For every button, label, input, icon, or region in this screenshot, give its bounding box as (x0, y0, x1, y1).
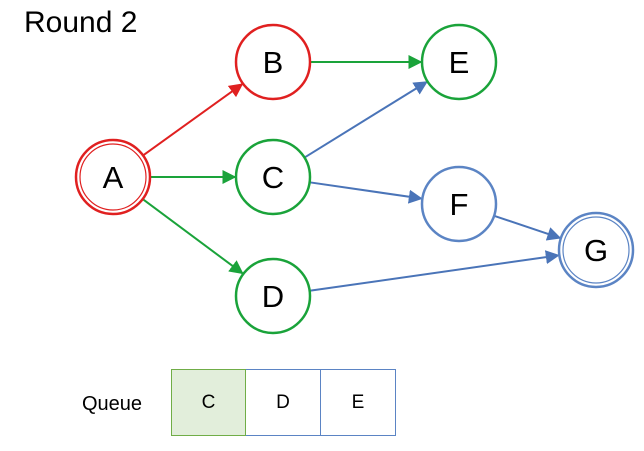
node-C: C (234, 138, 312, 216)
node-label: F (450, 187, 469, 222)
edge-F-G (493, 214, 562, 241)
node-label: D (262, 279, 284, 314)
queue-cell: C (171, 369, 246, 436)
node-inner-ring (79, 143, 147, 211)
queue-label: Queue (82, 393, 143, 415)
node-label: C (262, 160, 284, 195)
node-label: B (263, 45, 284, 80)
queue: C D E (171, 369, 396, 436)
queue-cell-label: D (276, 391, 290, 413)
node-circle (74, 138, 152, 216)
queue-cell-label: E (351, 391, 365, 413)
edge-A-D (142, 198, 244, 275)
node-inner-ring (562, 216, 630, 284)
page-title: Round 2 (24, 6, 138, 39)
node-B: B (234, 23, 312, 101)
edge-A-B (142, 83, 244, 157)
node-E: E (420, 23, 498, 101)
queue-cell: D (246, 369, 321, 436)
queue-cell-label: C (201, 391, 216, 413)
queue-cell: E (321, 369, 396, 436)
node-label: G (584, 233, 608, 268)
node-circle (420, 165, 498, 243)
edge-D-G (309, 250, 560, 292)
node-label: E (449, 45, 470, 80)
node-G: G (557, 211, 635, 289)
node-circle (234, 138, 312, 216)
node-circle (234, 23, 312, 101)
node-label: A (103, 160, 124, 195)
node-A: A (74, 138, 152, 216)
edge-C-F (309, 181, 423, 204)
node-circle (557, 211, 635, 289)
edge-C-E (303, 81, 428, 159)
node-F: F (420, 165, 498, 243)
node-circle (420, 23, 498, 101)
node-circle (234, 257, 312, 335)
node-D: D (234, 257, 312, 335)
